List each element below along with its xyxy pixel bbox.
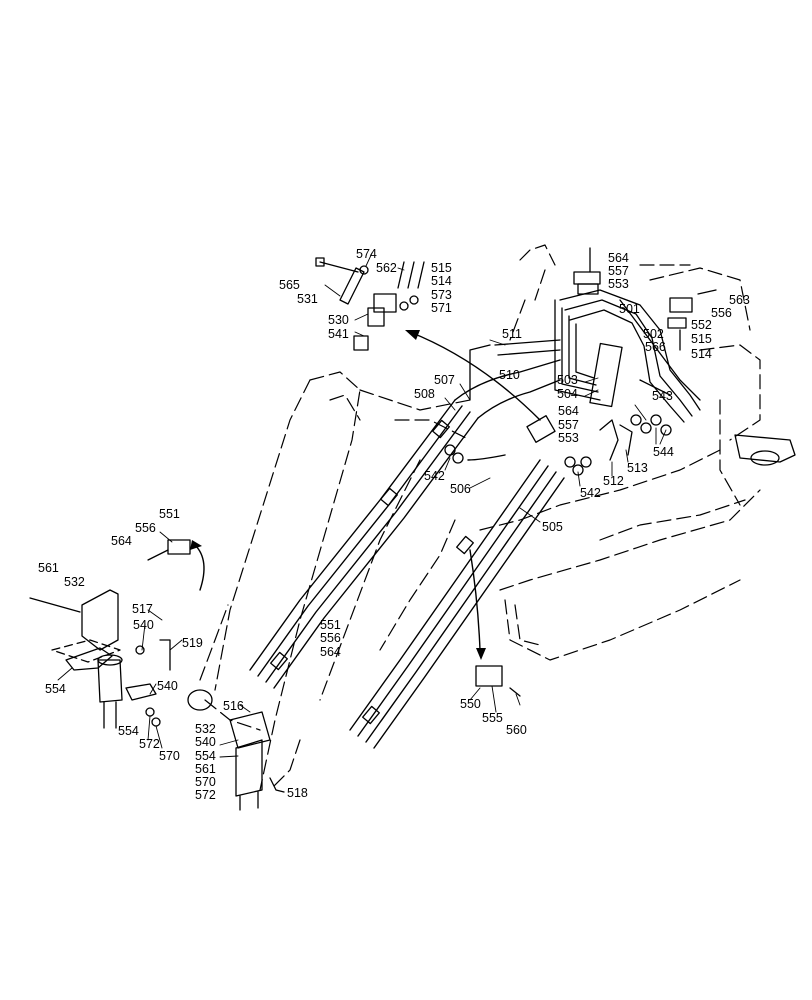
callout-543: 543 — [652, 389, 673, 403]
callout-573: 573 — [431, 288, 452, 302]
callout-553-mid: 553 — [558, 431, 579, 445]
callout-530: 530 — [328, 313, 349, 327]
clamp-551-left — [147, 539, 191, 561]
callout-554-c: 554 — [195, 749, 216, 763]
callout-540-b: 540 — [157, 679, 178, 693]
callout-556-left: 556 — [135, 521, 156, 535]
fittings-542 — [444, 414, 672, 476]
callout-553-top: 553 — [608, 277, 629, 291]
leader-lines — [57, 252, 667, 758]
callout-557-top: 557 — [608, 264, 629, 278]
callout-503: 503 — [557, 373, 578, 387]
pointer-arrows — [194, 331, 541, 651]
callout-514-right: 514 — [691, 347, 712, 361]
lower-tube-bundle — [349, 459, 565, 749]
lower-cylinder-detail — [229, 711, 285, 811]
callout-570-b: 570 — [195, 775, 216, 789]
callout-511: 511 — [502, 327, 522, 341]
callout-544: 544 — [653, 445, 674, 459]
callout-531: 531 — [297, 292, 318, 306]
callout-516: 516 — [223, 699, 244, 713]
callout-572-b: 572 — [195, 788, 216, 802]
callout-550: 550 — [460, 697, 481, 711]
callout-507: 507 — [434, 373, 455, 387]
top-detail-530 — [315, 257, 425, 351]
callout-570: 570 — [159, 749, 180, 763]
callout-510: 510 — [499, 368, 520, 382]
callout-556-mid: 556 — [320, 631, 341, 645]
arrow-heads — [190, 330, 486, 660]
callout-564-left: 564 — [111, 534, 132, 548]
callout-542-right: 542 — [580, 486, 601, 500]
callout-564-lower: 564 — [320, 645, 341, 659]
callout-514: 514 — [431, 274, 452, 288]
callout-554: 554 — [45, 682, 66, 696]
callout-557-mid: 557 — [558, 418, 579, 432]
callout-555: 555 — [482, 711, 503, 725]
callout-515-right: 515 — [691, 332, 712, 346]
callout-540-c: 540 — [195, 735, 216, 749]
callout-506: 506 — [450, 482, 471, 496]
callout-561: 561 — [38, 561, 59, 575]
manifold-tubes — [469, 289, 701, 423]
callout-564-top: 564 — [608, 251, 629, 265]
callout-502: 502 — [643, 327, 664, 341]
callout-572: 572 — [139, 737, 160, 751]
clamp-550-right — [475, 665, 521, 697]
callout-552: 552 — [691, 318, 712, 332]
callout-541: 541 — [328, 327, 349, 341]
callout-504: 504 — [557, 387, 578, 401]
callout-513: 513 — [627, 461, 648, 475]
top-right-detail — [573, 247, 717, 351]
callout-505: 505 — [542, 520, 563, 534]
tubes-512-513 — [599, 419, 633, 461]
right-pivot-bracket — [734, 434, 796, 466]
callout-551-left: 551 — [159, 507, 180, 521]
callout-560: 560 — [506, 723, 527, 737]
tube-clamps — [270, 419, 474, 725]
left-pivot-boss — [187, 689, 213, 711]
callout-551-mid: 551 — [320, 618, 341, 632]
callout-556-top: 556 — [711, 306, 732, 320]
callout-562: 562 — [376, 261, 397, 275]
callout-515: 515 — [431, 261, 452, 275]
callout-565: 565 — [279, 278, 300, 292]
callout-512: 512 — [603, 474, 624, 488]
upper-tube-bundle — [249, 359, 561, 689]
callout-501: 501 — [619, 302, 640, 316]
callout-571: 571 — [431, 301, 452, 315]
callout-518: 518 — [287, 786, 308, 800]
callout-566: 566 — [645, 340, 666, 354]
callout-561-b: 561 — [195, 762, 216, 776]
valve-body — [526, 342, 623, 443]
callout-532: 532 — [64, 575, 85, 589]
callout-540: 540 — [133, 618, 154, 632]
callout-563: 563 — [729, 293, 750, 307]
callout-517: 517 — [132, 602, 153, 616]
callout-519: 519 — [182, 636, 203, 650]
left-bracket-detail — [29, 589, 171, 729]
callout-532-b: 532 — [195, 722, 216, 736]
callout-564-mid: 564 — [558, 404, 579, 418]
callout-508: 508 — [414, 387, 435, 401]
callout-554-b: 554 — [118, 724, 139, 738]
callout-574: 574 — [356, 247, 377, 261]
callout-542-left: 542 — [424, 469, 445, 483]
